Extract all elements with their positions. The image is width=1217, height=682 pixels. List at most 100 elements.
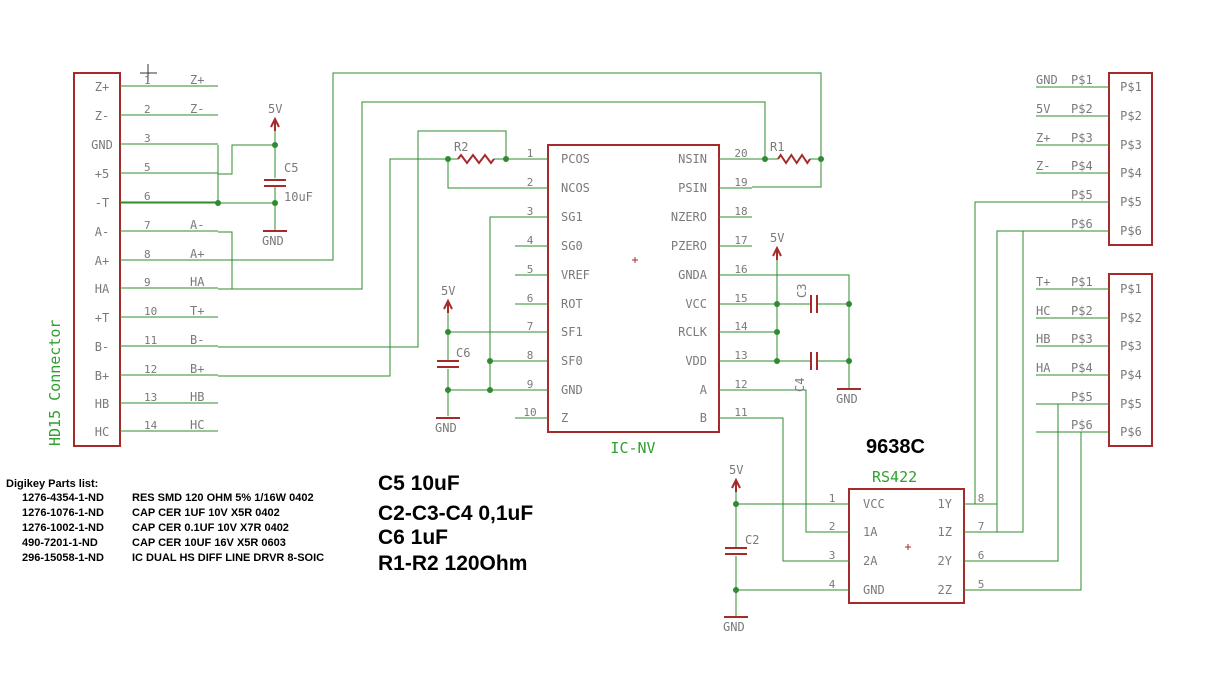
hd15-pin-number: 13 [144, 391, 157, 404]
conn2-pin-name: P$3 [1120, 339, 1142, 353]
hd15-net-label: B- [190, 333, 204, 347]
hd15-pin-name: B- [95, 340, 109, 354]
rs422-pin-name: 1A [863, 525, 878, 539]
rs422-pin-number: 7 [978, 520, 985, 533]
ic-nv-pin-number: 13 [734, 349, 747, 362]
rs422-pin-number: 6 [978, 549, 985, 562]
ic-nv-pin-name: NSIN [678, 152, 707, 166]
ic-nv-name: IC-NV [610, 439, 655, 457]
c5-value-label: 10uF [284, 190, 313, 204]
hd15-net-label: T+ [190, 304, 204, 318]
conn1-pin-name: P$3 [1120, 138, 1142, 152]
parts-list-desc: CAP CER 10UF 16V X5R 0603 [132, 537, 286, 549]
origin-marker-icon [905, 544, 911, 550]
ic-nv-pin-number: 18 [734, 205, 747, 218]
wire [218, 101, 766, 290]
ic-nv-pin-name: B [700, 411, 707, 425]
hd15-pin-name: HB [95, 397, 109, 411]
junction-dot [272, 200, 278, 206]
wire [974, 201, 1036, 504]
rs422-pin-number: 1 [829, 492, 836, 505]
junction-dot [215, 200, 221, 206]
parts-list-desc: CAP CER 1UF 10V X5R 0402 [132, 507, 280, 519]
r2-resistor-icon [457, 153, 495, 165]
wire [752, 417, 816, 562]
r1-label: R1 [770, 140, 784, 154]
rs422-pin-number: 8 [978, 492, 985, 505]
wire [218, 144, 275, 175]
conn1-pad-label: P$1 [1071, 73, 1093, 87]
ic-nv-pin-number: 12 [734, 378, 747, 391]
ic-nv-pin-name: VCC [685, 297, 707, 311]
hd15-pin-number: 3 [144, 132, 151, 145]
conn1-pad-label: P$6 [1071, 217, 1093, 231]
hd15-pin-name: HA [95, 282, 110, 296]
conn1-pin-name: P$6 [1120, 224, 1142, 238]
junction-dot [487, 387, 493, 393]
conn1-pin-name: P$5 [1120, 195, 1142, 209]
conn2-pin-name: P$4 [1120, 368, 1142, 382]
junction-dot [487, 358, 493, 364]
hd15-pin-name: +5 [95, 167, 109, 181]
c6-label: C6 [456, 346, 470, 360]
conn2-pin-name: P$2 [1120, 311, 1142, 325]
parts-list-pn: 490-7201-1-ND [22, 537, 98, 549]
ic-nv-pin-name: PZERO [671, 239, 707, 253]
crosshair-icon [140, 64, 157, 82]
component-bodies [73, 64, 1153, 618]
rs422-pin-name: GND [863, 583, 885, 597]
hd15-pin-name: GND [91, 138, 113, 152]
origin-marker-icon [632, 257, 638, 263]
wire [489, 216, 515, 391]
rs422-pin-number: 4 [829, 578, 836, 591]
hd15-pin-name: Z+ [95, 80, 109, 94]
conn1-net-label: 5V [1036, 102, 1050, 116]
note-text: C5 10uF [378, 472, 460, 495]
ic-nv-pin-name: VDD [685, 354, 707, 368]
rs422-name: RS422 [872, 468, 917, 486]
conn1-pad-label: P$5 [1071, 188, 1093, 202]
junction-dot [445, 387, 451, 393]
conn2-body [1108, 273, 1153, 447]
ic-nv-pin-name: VREF [561, 268, 590, 282]
conn1-pad-label: P$3 [1071, 131, 1093, 145]
parts-list-pn: 296-15058-1-ND [22, 552, 104, 564]
junction-dot [272, 142, 278, 148]
ic-nv-pin-name: ROT [561, 297, 583, 311]
ic-nv-pin-name: NZERO [671, 210, 707, 224]
hd15-pin-name: -T [95, 196, 109, 210]
hd15-pin-number: 5 [144, 161, 151, 174]
conn1-net-label: Z+ [1036, 131, 1050, 145]
hd15-pin-number: 1 [144, 74, 151, 87]
supply-5v-label: 5V [268, 102, 282, 116]
conn2-net-label: T+ [1036, 275, 1050, 289]
note-text: R1-R2 120Ohm [378, 552, 527, 575]
ic-nv-pin-number: 15 [734, 292, 747, 305]
hd15-pin-number: 14 [144, 419, 158, 432]
hd15-pin-name: Z- [95, 109, 109, 123]
rs422-pin-name: 1Y [938, 497, 953, 511]
junction-dot [762, 156, 768, 162]
hd15-net-label: Z+ [190, 73, 204, 87]
parts-list-pn: 1276-1076-1-ND [22, 507, 104, 519]
junction-dot [818, 156, 824, 162]
conn1-pin-name: P$4 [1120, 166, 1142, 180]
ic-nv-pin-name: Z [561, 411, 568, 425]
rs422-pin-name: 2Z [938, 583, 952, 597]
ic-nv-pin-number: 1 [527, 147, 534, 160]
conn2-pad-label: P$3 [1071, 332, 1093, 346]
hd15-net-label: A+ [190, 247, 204, 261]
ic-nv-pin-number: 20 [734, 147, 747, 160]
ic-nv-pin-number: 10 [523, 406, 536, 419]
ic-nv-pin-name: SG0 [561, 239, 583, 253]
r1-resistor-icon [777, 153, 811, 165]
supply-5v-label: 5V [729, 463, 743, 477]
ic-nv-pin-name: SG1 [561, 210, 583, 224]
conn1-body [1108, 72, 1153, 246]
supply-5v-label: 5V [441, 284, 455, 298]
ic-nv-pin-number: 4 [527, 234, 534, 247]
conn2-pin-name: P$1 [1120, 282, 1142, 296]
c4-label: C4 [793, 378, 807, 392]
junction-dot [774, 329, 780, 335]
junction-dot [733, 587, 739, 593]
